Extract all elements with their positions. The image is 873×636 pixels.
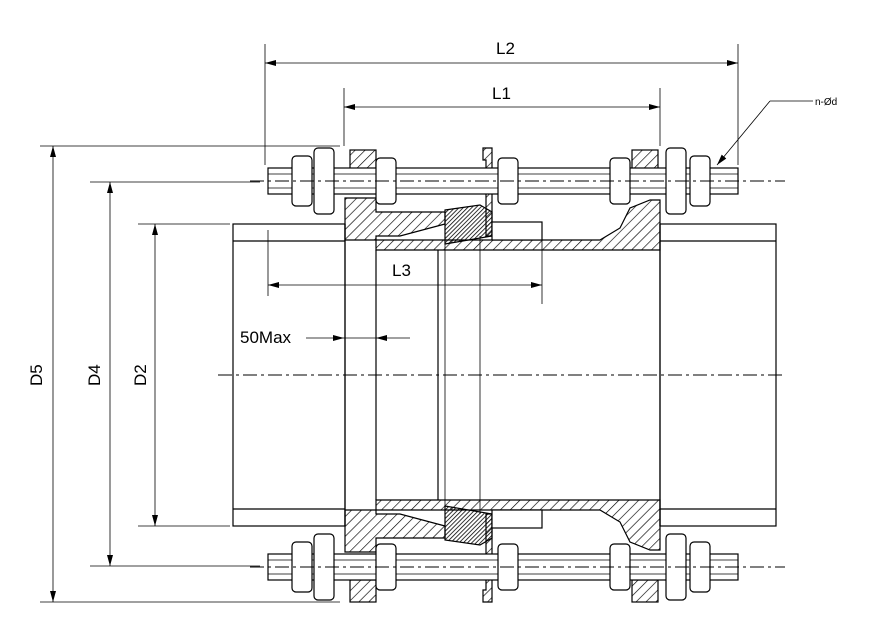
label-L2: L2 bbox=[496, 39, 515, 58]
gasket-seal-top bbox=[444, 204, 493, 245]
label-L3: L3 bbox=[392, 261, 411, 280]
dimension-D5: D5 bbox=[27, 146, 56, 602]
right-flange-bottom bbox=[631, 579, 659, 603]
label-L1: L1 bbox=[492, 84, 511, 103]
label-50max: 50Max bbox=[240, 328, 292, 347]
dimension-50max: 50Max bbox=[240, 328, 410, 347]
dimension-L3: L3 bbox=[268, 261, 542, 288]
dimension-D2: D2 bbox=[131, 224, 158, 526]
right-flange-top bbox=[631, 149, 659, 171]
dimension-L2: L2 bbox=[265, 39, 738, 66]
flange-adaptor-pipe-bottom bbox=[375, 499, 661, 551]
left-flange-bottom bbox=[344, 509, 446, 603]
leader-bolt-holes: n-Ød bbox=[716, 97, 837, 166]
dimension-L1: L1 bbox=[344, 84, 660, 110]
label-D5: D5 bbox=[27, 364, 46, 386]
gasket-seal-bottom bbox=[444, 505, 493, 546]
left-flange-top bbox=[344, 149, 446, 241]
label-D4: D4 bbox=[85, 364, 104, 386]
label-bolt-holes: n-Ød bbox=[815, 97, 837, 108]
label-D2: D2 bbox=[131, 364, 150, 386]
center-lines bbox=[218, 180, 785, 568]
nut-set-top-left bbox=[291, 147, 519, 215]
dimension-D4: D4 bbox=[85, 182, 113, 566]
